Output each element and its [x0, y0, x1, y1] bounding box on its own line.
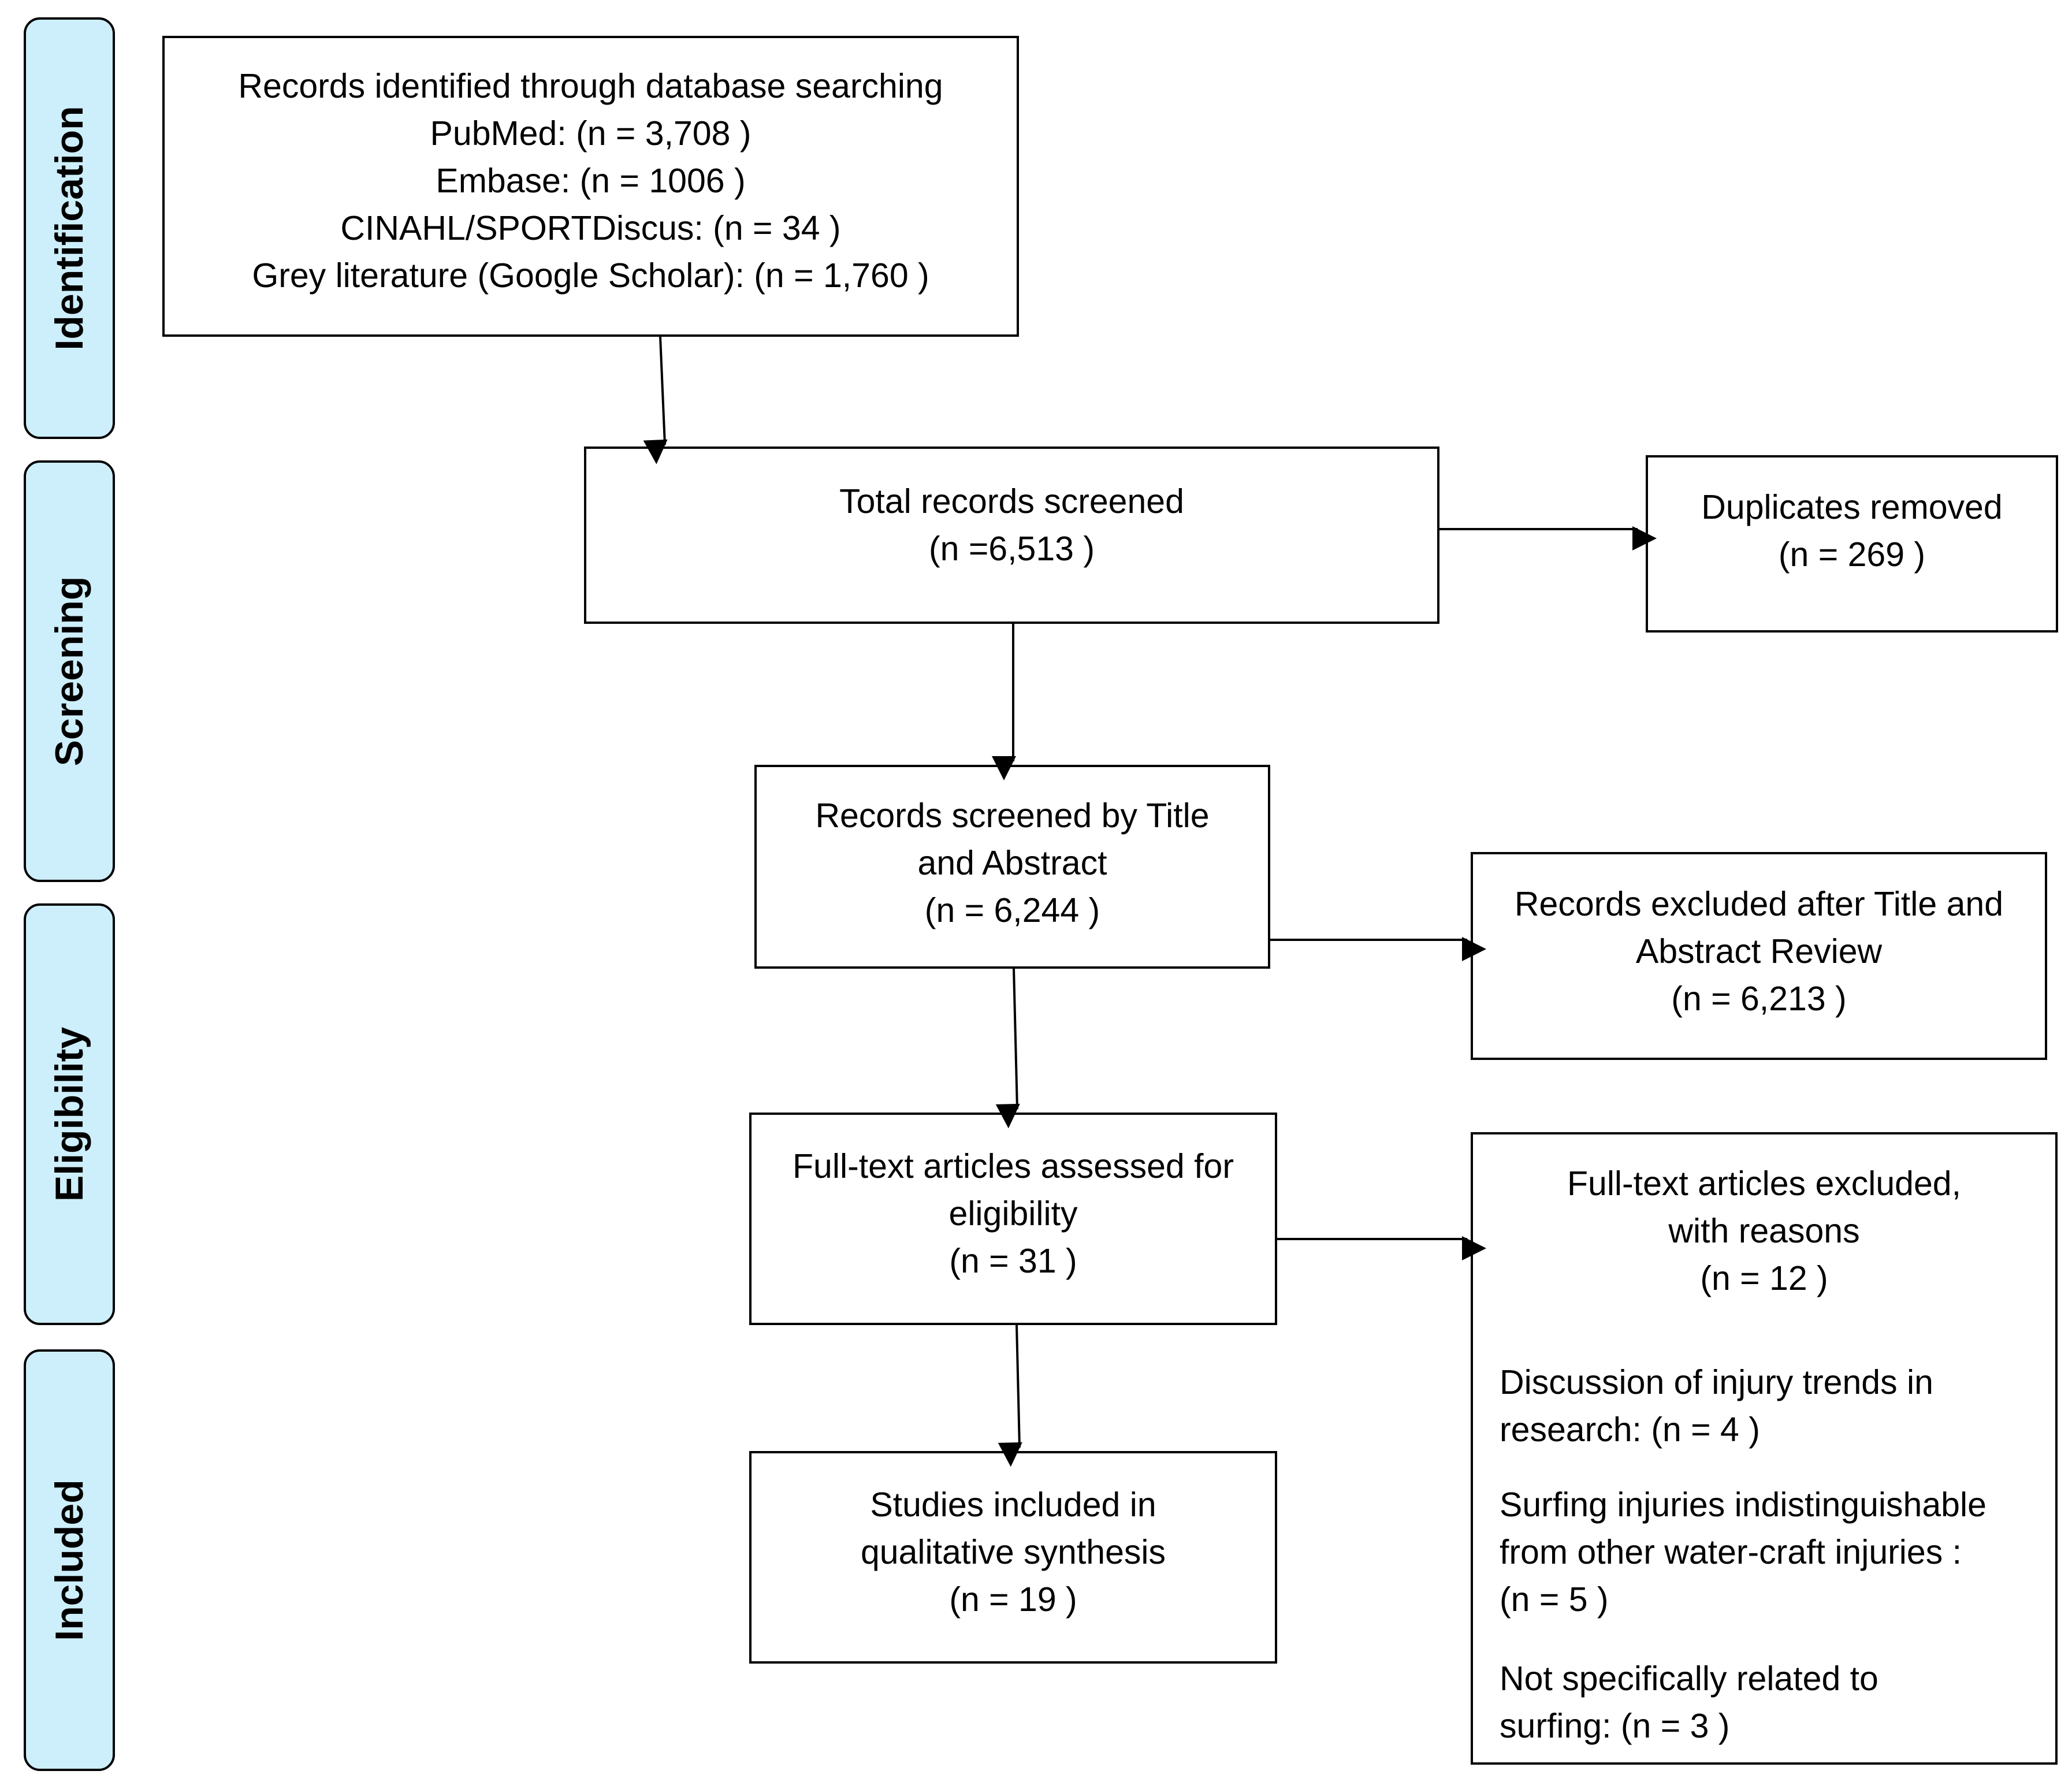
reason-indistinguishable-injuries: Surfing injuries indistinguishable from … — [1500, 1481, 1987, 1623]
records-identified-heading: Records identified through database sear… — [238, 67, 943, 105]
reason-indistinguishable-line-2: from other water-craft injuries : — [1500, 1533, 1962, 1571]
duplicates-removed-box: Duplicates removed (n = 269 ) — [1646, 455, 2058, 633]
excluded-title-abstract-label-2: Abstract Review — [1635, 932, 1883, 970]
duplicates-removed-label: Duplicates removed — [1701, 488, 2003, 526]
arrow-full-text-to-included — [998, 1325, 1022, 1467]
title-abstract-screened-box: Records screened by Title and Abstract (… — [754, 765, 1270, 969]
reason-injury-trends-line-2: research: (n = 4 ) — [1500, 1411, 1760, 1449]
reason-indistinguishable-line-3: (n = 5 ) — [1500, 1580, 1609, 1619]
full-text-assessed-box: Full-text articles assessed for eligibil… — [749, 1113, 1277, 1325]
full-text-assessed-count: (n = 31 ) — [949, 1242, 1077, 1280]
reason-injury-trends-line-1: Discussion of injury trends in — [1500, 1363, 1933, 1401]
studies-included-count: (n = 19 ) — [949, 1580, 1077, 1619]
excluded-title-abstract-count: (n = 6,213 ) — [1671, 980, 1847, 1018]
records-identified-pubmed: PubMed: (n = 3,708 ) — [430, 114, 752, 152]
studies-included-label-1: Studies included in — [870, 1486, 1156, 1524]
records-identified-grey-literature: Grey literature (Google Scholar): (n = 1… — [252, 256, 929, 295]
reason-indistinguishable-line-1: Surfing injuries indistinguishable — [1500, 1486, 1987, 1524]
arrow-identified-to-screened — [643, 336, 668, 464]
arrow-title-abstract-to-full-text — [995, 968, 1020, 1129]
records-identified-embase: Embase: (n = 1006 ) — [436, 162, 746, 200]
full-text-excluded-header: Full-text articles excluded, with reason… — [1473, 1160, 2055, 1302]
studies-included-label-2: qualitative synthesis — [860, 1533, 1166, 1571]
full-text-assessed-label-2: eligibility — [948, 1195, 1078, 1233]
reason-not-surfing: Not specifically related to surfing: (n … — [1500, 1655, 1878, 1750]
phase-identification: Identification — [24, 17, 115, 439]
full-text-excluded-header-2: with reasons — [1668, 1212, 1860, 1250]
studies-included-box: Studies included in qualitative synthesi… — [749, 1451, 1277, 1664]
excluded-title-abstract-box: Records excluded after Title and Abstrac… — [1471, 852, 2047, 1060]
title-abstract-screened-label-1: Records screened by Title — [815, 797, 1210, 835]
reason-injury-trends: Discussion of injury trends in research:… — [1500, 1359, 1933, 1453]
reason-not-surfing-line-1: Not specifically related to — [1500, 1660, 1878, 1698]
full-text-excluded-box: Full-text articles excluded, with reason… — [1471, 1132, 2058, 1765]
phase-included: Included — [24, 1349, 115, 1771]
total-screened-label: Total records screened — [839, 482, 1184, 520]
total-screened-box: Total records screened (n =6,513 ) — [584, 447, 1439, 624]
duplicates-removed-count: (n = 269 ) — [1778, 535, 1926, 574]
full-text-assessed-label-1: Full-text articles assessed for — [793, 1147, 1234, 1185]
full-text-excluded-count: (n = 12 ) — [1700, 1259, 1828, 1297]
phase-eligibility: Eligibility — [24, 903, 115, 1325]
excluded-title-abstract-label-1: Records excluded after Title and — [1514, 885, 2004, 923]
reason-not-surfing-line-2: surfing: (n = 3 ) — [1500, 1707, 1730, 1745]
title-abstract-screened-count: (n = 6,244 ) — [924, 891, 1100, 929]
phase-screening: Screening — [24, 460, 115, 882]
records-identified-cinahl: CINAHL/SPORTDiscus: (n = 34 ) — [340, 209, 841, 247]
full-text-excluded-header-1: Full-text articles excluded, — [1567, 1165, 1962, 1203]
records-identified-box: Records identified through database sear… — [162, 36, 1019, 337]
title-abstract-screened-label-2: and Abstract — [917, 844, 1107, 882]
total-screened-count: (n =6,513 ) — [929, 530, 1095, 568]
